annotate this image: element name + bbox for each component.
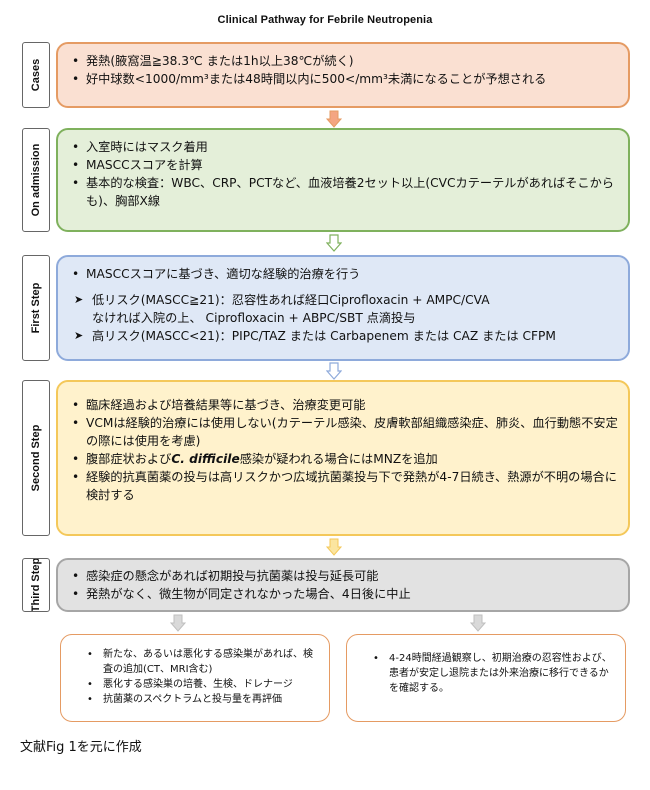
outcome-box-worsening: 新たな、あるいは悪化する感染巣があれば、検査の追加(CT、MRI含む) 悪化する… [60,634,330,722]
second-item-vcm: VCMは経験的治療には使用しない(カテーテル感染、皮膚軟部組織感染症、肺炎、血行… [72,414,618,450]
outcome-left-item: 新たな、あるいは悪化する感染巣があれば、検査の追加(CT、MRI含む) [87,647,317,677]
on-admission-box: 入室時にはマスク着用 MASCCスコアを計算 基本的な検査：WBC、CRP、PC… [56,128,630,232]
row-label-on-admission: On admission [22,128,50,232]
row-label-second-step: Second Step [22,380,50,536]
second-item-adjust: 臨床経過および培養結果等に基づき、治療変更可能 [72,396,618,414]
first-step-box: MASCCスコアに基づき、適切な経験的治療を行う 低リスク(MASCC≧21)：… [56,255,630,361]
first-item-empiric: MASCCスコアに基づき、適切な経験的治療を行う [72,265,618,283]
row-label-cases: Cases [22,42,50,108]
admission-item-mask: 入室時にはマスク着用 [72,138,618,156]
outcome-right-item: 4-24時間経過観察し、初期治療の忍容性および、患者が安定し退院または外来治療に… [373,651,613,696]
second-item-cdiff: 腹部症状およびC. difficile感染が疑われる場合にはMNZを追加 [72,450,618,468]
arrow-down-icon [326,234,342,252]
arrow-down-icon [326,110,342,128]
row-label-third-step: Third Step [22,558,50,612]
second-item-antifungal: 経験的抗真菌薬の投与は高リスクかつ広域抗菌薬投与下で発熱が4-7日続き、熱源が不… [72,468,618,504]
outcome-left-item: 悪化する感染巣の培養、生検、ドレナージ [87,677,317,692]
arrow-down-icon [170,614,186,632]
outcome-left-item: 抗菌薬のスペクトラムと投与量を再評価 [87,692,317,707]
arrow-down-icon [326,362,342,380]
admission-item-mascc: MASCCスコアを計算 [72,156,618,174]
third-item-stop: 発熱がなく、微生物が同定されなかった場合、4日後に中止 [72,585,618,603]
second-step-box: 臨床経過および培養結果等に基づき、治療変更可能 VCMは経験的治療には使用しない… [56,380,630,536]
outcome-box-observation: 4-24時間経過観察し、初期治療の忍容性および、患者が安定し退院または外来治療に… [346,634,626,722]
third-step-box: 感染症の懸念があれば初期投与抗菌薬は投与延長可能 発熱がなく、微生物が同定されな… [56,558,630,612]
third-item-extend: 感染症の懸念があれば初期投与抗菌薬は投与延長可能 [72,567,618,585]
cases-box: 発熱(腋窩温≧38.3℃ または1h以上38℃が続く) 好中球数<1000/mm… [56,42,630,108]
diagram-title: Clinical Pathway for Febrile Neutropenia [217,14,433,26]
first-item-low-risk: 低リスク(MASCC≧21)：忍容性あれば経口Ciprofloxacin + A… [74,291,618,327]
admission-item-tests: 基本的な検査：WBC、CRP、PCTなど、血液培養2セット以上(CVCカテーテル… [72,174,618,210]
arrow-down-icon [470,614,486,632]
cases-item-fever: 発熱(腋窩温≧38.3℃ または1h以上38℃が続く) [72,52,618,70]
first-item-high-risk: 高リスク(MASCC<21)：PIPC/TAZ または Carbapenem ま… [74,327,618,345]
cases-item-neutrophil: 好中球数<1000/mm³または48時間以内に500</mm³未満になることが予… [72,70,618,88]
row-label-first-step: First Step [22,255,50,361]
source-note: 文献Fig 1を元に作成 [20,740,142,755]
arrow-down-icon [326,538,342,556]
